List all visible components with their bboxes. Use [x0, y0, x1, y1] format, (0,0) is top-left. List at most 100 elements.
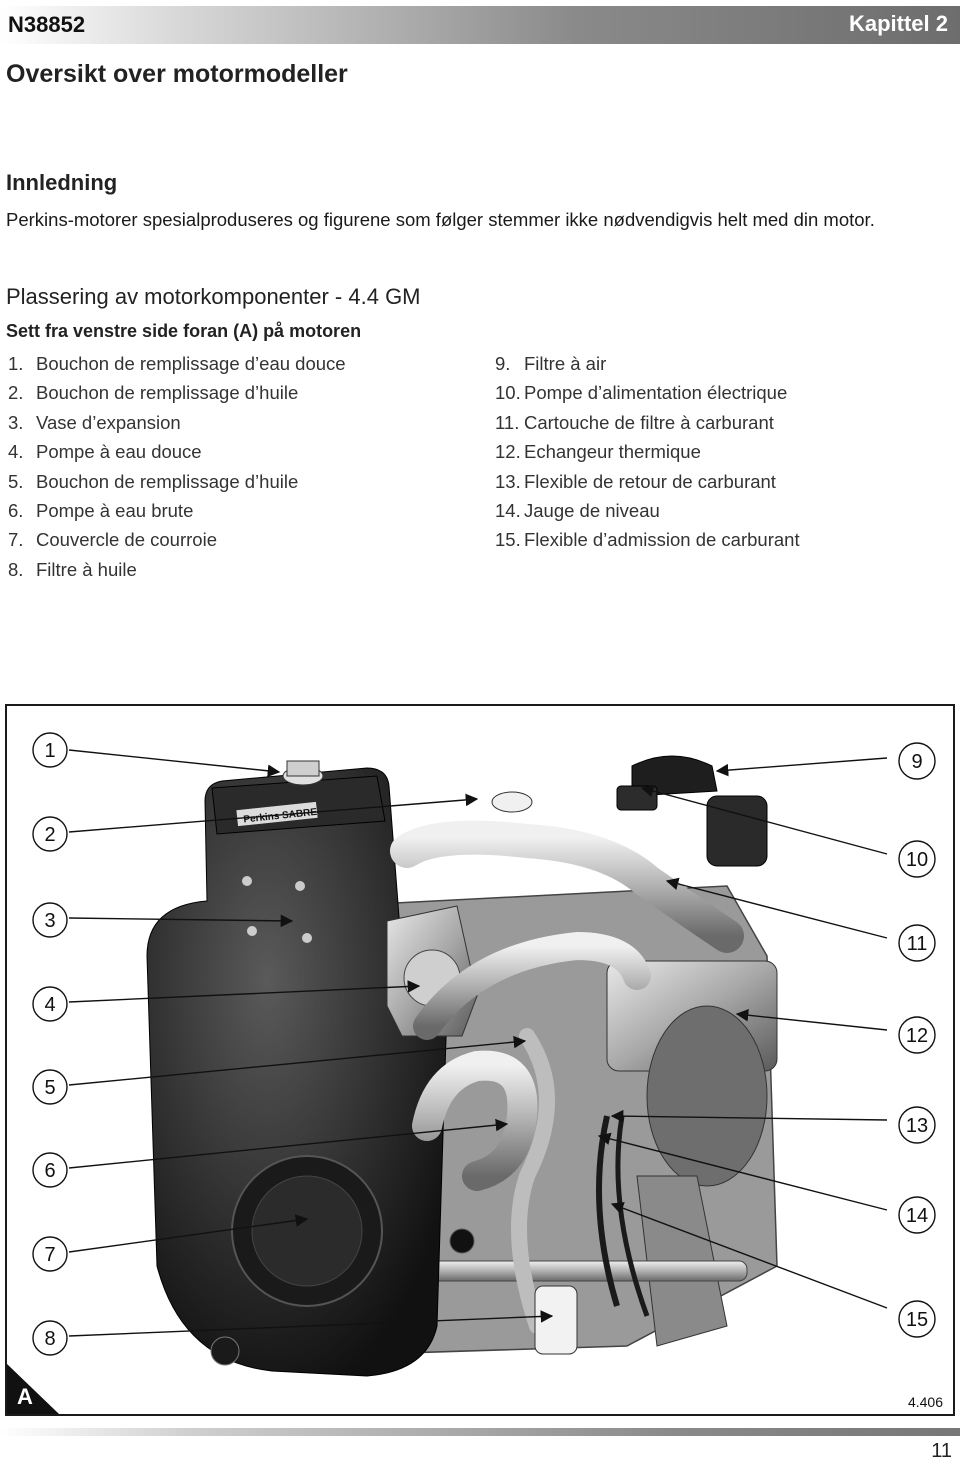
callout-circle-3 [32, 902, 68, 938]
callout-9: 9 [911, 751, 922, 773]
callout-circle-6 [32, 1152, 68, 1188]
item-label: Bouchon de remplissage d’huile [36, 382, 299, 404]
callout-circle-12 [898, 1016, 936, 1054]
coolant-pipe [413, 931, 651, 1040]
item-number: 7. [8, 529, 24, 551]
item-number: 12. [495, 441, 521, 463]
callout-7: 7 [44, 1244, 55, 1266]
item-number: 15. [495, 529, 521, 551]
crank-pulley-inner [251, 1175, 363, 1287]
leader-line-6 [68, 1118, 509, 1169]
callout-circle-13 [898, 1106, 936, 1144]
bolt [247, 926, 257, 936]
raw-water-pipe [412, 1050, 538, 1191]
item-label: Cartouche de filtre à carburant [524, 411, 774, 433]
item-label: Flexible de retour de carburant [524, 470, 776, 492]
view-subheading: Sett fra venstre side foran (A) på motor… [6, 321, 362, 341]
callout-circle-2 [32, 816, 68, 852]
item-number: 6. [8, 499, 24, 521]
oil-filler-cap [491, 791, 533, 813]
callout-3: 3 [44, 910, 55, 932]
callout-circle-14 [898, 1196, 936, 1234]
header-bar [0, 6, 960, 44]
leader-line-9 [715, 757, 888, 777]
document-code: N38852 [8, 12, 86, 37]
item-number: 13. [495, 470, 521, 492]
item-label: Filtre à huile [36, 558, 137, 580]
item-number: 1. [8, 353, 24, 374]
callout-8: 8 [44, 1328, 55, 1350]
dipstick-handle [449, 1228, 475, 1254]
item-number: 2. [8, 382, 24, 404]
list-item: 11.Cartouche de filtre à carburant [495, 408, 800, 437]
callout-12: 12 [906, 1025, 928, 1047]
turbo-housing [706, 795, 768, 867]
list-item: 15.Flexible d’admission de carburant [495, 525, 800, 554]
component-list-right: 9. Filtre à air 10.Pompe d’alimentation é… [495, 349, 800, 555]
chapter-label: Kapittel 2 [848, 11, 948, 36]
component-list-left: 1.Bouchon de remplissage d’eau douce 2. B… [8, 349, 346, 584]
callout-6: 6 [44, 1160, 55, 1182]
page-title: Oversikt over motormodeller [6, 60, 348, 88]
item-label: Pompe d’alimentation électrique [524, 382, 788, 404]
callout-circle-9 [898, 742, 936, 780]
callout-circle-5 [32, 1069, 68, 1105]
leader-line-11 [665, 877, 888, 939]
list-item: 9. Filtre à air [495, 349, 800, 378]
list-item: 6.Pompe à eau brute [8, 496, 346, 525]
leader-line-12 [735, 1008, 888, 1031]
leader-lines [68, 749, 888, 1337]
item-number: 8. [8, 558, 24, 580]
bolt [295, 881, 305, 891]
engine-illustration: Perkins SABRE [7, 732, 936, 1414]
flywheel-housing [646, 1005, 768, 1187]
item-label: Jauge de niveau [524, 499, 660, 521]
leader-line-14 [597, 1132, 888, 1211]
callout-5: 5 [44, 1077, 55, 1099]
list-item: 13.Flexible de retour de carburant [495, 467, 800, 496]
leader-line-1 [68, 749, 281, 778]
list-item: 2. Bouchon de remplissage d’huile [8, 378, 346, 407]
leader-line-3 [68, 914, 294, 928]
leader-line-5 [68, 1035, 527, 1086]
item-label: Filtre à air [524, 353, 607, 374]
bolt [242, 876, 252, 886]
location-heading: Plassering av motorkomponenter - 4.4 GM [6, 284, 421, 309]
callout-1: 1 [44, 740, 55, 762]
leader-line-4 [68, 980, 421, 1003]
leader-line-7 [68, 1214, 309, 1253]
item-number: 3. [8, 411, 24, 433]
leader-line-13 [610, 1109, 888, 1123]
callout-circle-10 [898, 840, 936, 878]
callout-15: 15 [906, 1309, 928, 1331]
hose [511, 1028, 555, 1334]
item-number: 11. [495, 411, 520, 433]
list-item: 1.Bouchon de remplissage d’eau douce [8, 349, 346, 378]
item-number: 14. [495, 499, 521, 521]
item-number: 9. [495, 353, 511, 374]
callout-circle-1 [32, 732, 68, 768]
callouts-right: 9 10 11 12 13 14 15 [898, 742, 936, 1338]
item-label: Echangeur thermique [524, 441, 701, 463]
item-number: 10. [495, 382, 521, 404]
leader-line-10 [640, 784, 888, 855]
item-label: Flexible d’admission de carburant [524, 529, 800, 551]
list-item: 14.Jauge de niveau [495, 496, 800, 525]
list-item: 5.Bouchon de remplissage d’huile [8, 467, 346, 496]
list-item: 8. Filtre à huile [8, 555, 346, 584]
leader-line-15 [610, 1202, 888, 1309]
callout-circle-4 [32, 986, 68, 1022]
oil-filter [534, 1285, 578, 1355]
callout-10: 10 [906, 849, 928, 871]
view-label: A [17, 1384, 33, 1409]
item-label: Bouchon de remplissage d’huile [36, 470, 299, 492]
item-label: Couvercle de courroie [36, 529, 217, 551]
leader-line-8 [68, 1310, 554, 1337]
engine-figure: Perkins SABRE [5, 704, 955, 1416]
callout-circle-8 [32, 1320, 68, 1356]
item-label: Vase d’expansion [36, 411, 181, 433]
view-corner [7, 1364, 59, 1414]
page-number: 11 [931, 1440, 952, 1462]
list-item: 3. Vase d’expansion [8, 408, 346, 437]
callout-13: 13 [906, 1115, 928, 1137]
